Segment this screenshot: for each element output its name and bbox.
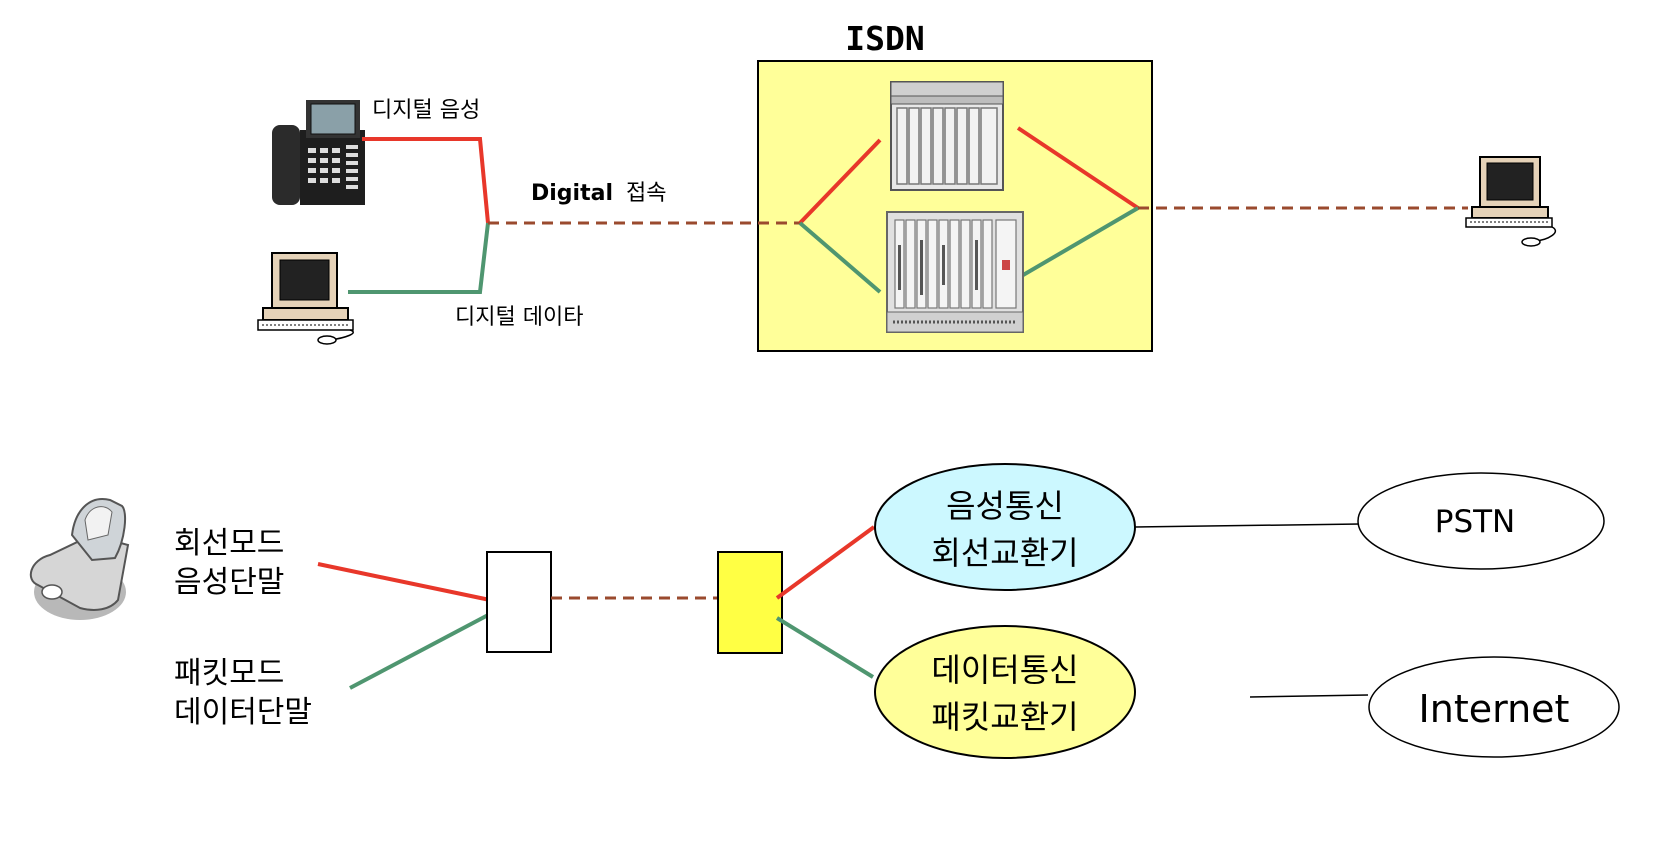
- internet-label: Internet: [1419, 687, 1570, 731]
- packet-switch-node: [874, 625, 1136, 759]
- pstn-link: [1134, 523, 1361, 528]
- data-branch-out: [1016, 206, 1140, 280]
- terminal-adapter-node: [486, 551, 552, 653]
- access-node: [717, 551, 783, 654]
- data-branch-in: [798, 221, 882, 294]
- packet-branch-line: [775, 616, 875, 679]
- voice-branch-in: [798, 138, 882, 225]
- pstn-label: PSTN: [1435, 504, 1516, 540]
- computer-icon: [257, 252, 354, 345]
- packet-switch-label-1: 데이터통신: [931, 651, 1078, 689]
- voice-branch-out: [1016, 126, 1140, 210]
- pstn-node: [1357, 472, 1605, 570]
- circuit-switch-label-2: 회선교환기: [931, 534, 1078, 572]
- remote-computer-icon: [1465, 156, 1557, 247]
- desk-phone-icon: [272, 100, 365, 205]
- voice-terminal-label-1: 회선모드: [174, 526, 284, 561]
- packet-switch-rack-icon: [886, 211, 1024, 333]
- voice-terminal-line: [317, 562, 491, 602]
- mobile-phone-icon: [29, 498, 130, 620]
- digital-access-label: Digital 접속: [531, 181, 666, 206]
- circuit-branch-line: [775, 525, 876, 600]
- data-line: [348, 222, 490, 294]
- digital-data-label: 디지털 데이타: [455, 305, 583, 330]
- internet-node: [1368, 656, 1620, 758]
- voice-line: [362, 137, 490, 224]
- isdn-title: ISDN: [845, 19, 924, 58]
- voice-terminal-label-2: 음성단말: [174, 565, 284, 600]
- data-terminal-label-2: 데이터단말: [174, 695, 312, 730]
- circuit-switch-rack-icon: [890, 81, 1004, 191]
- internet-link: [1249, 694, 1369, 698]
- circuit-switch-label-1: 음성통신: [946, 487, 1064, 525]
- digital-voice-label: 디지털 음성: [372, 98, 480, 123]
- data-terminal-line: [349, 612, 491, 690]
- data-terminal-label-1: 패킷모드: [174, 656, 284, 691]
- packet-switch-label-2: 패킷교환기: [931, 698, 1078, 736]
